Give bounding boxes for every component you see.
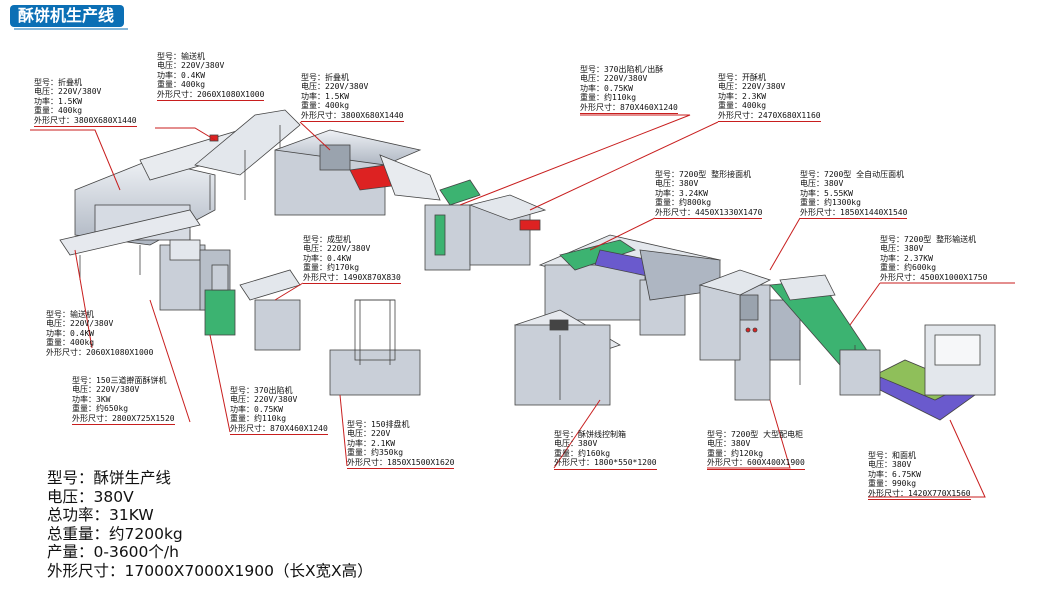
conveyor-top [194, 109, 301, 210]
tray-machine-150 [329, 299, 421, 396]
filling-machine-370-b [424, 179, 481, 271]
folding-machine-2 [274, 129, 441, 216]
summary-model: 型号：酥饼生产线 [47, 469, 172, 487]
summary-output: 产量：0-3600个/h [47, 543, 179, 562]
summary-dimensions: 外形尺寸：17000X7000X1900（长X宽X高） [47, 561, 373, 580]
control-box [514, 309, 621, 406]
dough-opener [468, 194, 547, 266]
mixer [839, 324, 996, 421]
leader-lines [30, 114, 1015, 498]
presser-7200 [698, 269, 801, 361]
summary-weight: 总重量：约7200kg [47, 524, 183, 543]
filling-machine-370 [204, 264, 236, 336]
line-summary: 型号：酥饼生产线 电压：380V 总功率：31KW 总重量：约7200kg 产量… [47, 469, 373, 581]
page-title: 酥饼机生产线 [10, 5, 129, 30]
conveyor-7200 [769, 274, 871, 385]
summary-power: 总功率：31KW [47, 506, 154, 525]
summary-voltage: 电压：380V [47, 487, 134, 506]
forming-machine [239, 269, 301, 351]
